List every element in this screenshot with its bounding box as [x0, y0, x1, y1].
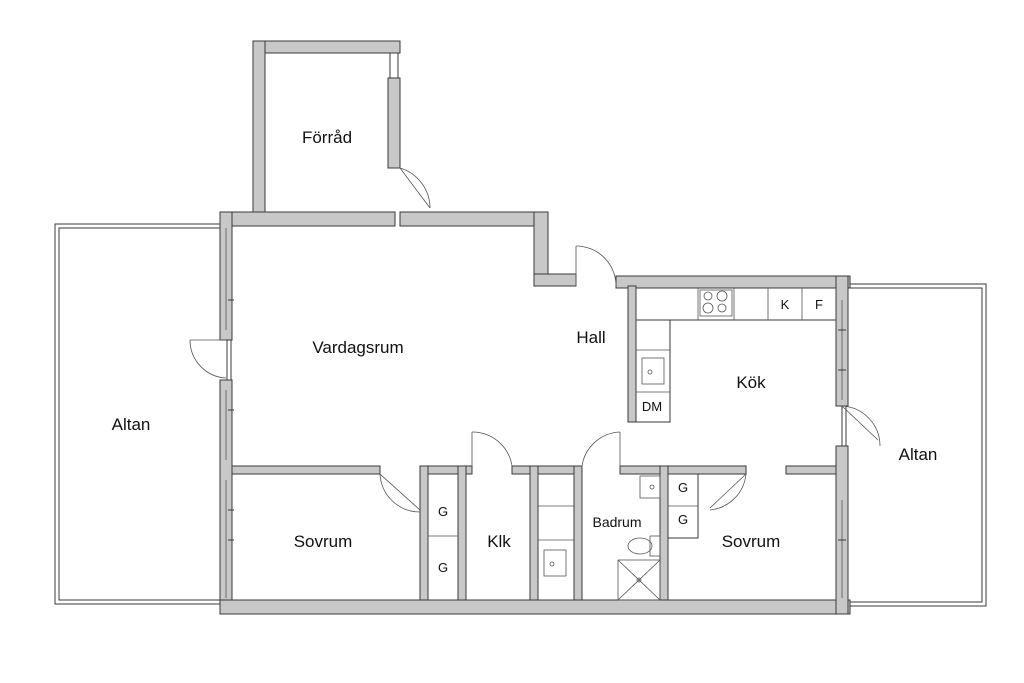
doors	[189, 167, 881, 513]
interior-walls	[231, 285, 837, 601]
altan-right-balcony	[841, 283, 987, 607]
kitchen-counters	[635, 287, 837, 423]
wardrobe-g3-label: G	[678, 480, 688, 495]
room-forrad-label: Förråd	[302, 128, 352, 147]
kitchen-sink-icon	[641, 357, 665, 385]
room-altan-left-label: Altan	[112, 415, 151, 434]
fixture-f-label: F	[815, 297, 823, 312]
fixture-dm-label: DM	[642, 399, 662, 414]
toilet-icon	[627, 535, 661, 557]
window-marks	[225, 228, 846, 598]
fixture-k-label: K	[781, 297, 790, 312]
room-kok-label: Kök	[736, 373, 766, 392]
room-sovrum-left-label: Sovrum	[294, 532, 353, 551]
room-badrum-label: Badrum	[592, 514, 641, 530]
stove-icon	[699, 289, 733, 317]
room-klk-label: Klk	[487, 532, 511, 551]
bathroom-sink-icon	[639, 475, 661, 499]
wardrobe-g2-label: G	[438, 560, 448, 575]
bathroom-shelves	[537, 473, 575, 601]
room-vardagsrum-label: Vardagsrum	[312, 338, 403, 357]
wardrobe-right	[667, 473, 699, 539]
altan-left-balcony	[54, 223, 232, 605]
washbasin-icon	[543, 549, 567, 577]
room-hall-label: Hall	[576, 328, 605, 347]
storage-walls	[252, 40, 401, 220]
wardrobe-g4-label: G	[678, 512, 688, 527]
room-sovrum-right-label: Sovrum	[722, 532, 781, 551]
shower-icon	[617, 559, 661, 601]
wardrobe-left	[427, 473, 459, 601]
wardrobe-g1-label: G	[438, 504, 448, 519]
room-altan-right-label: Altan	[899, 445, 938, 464]
